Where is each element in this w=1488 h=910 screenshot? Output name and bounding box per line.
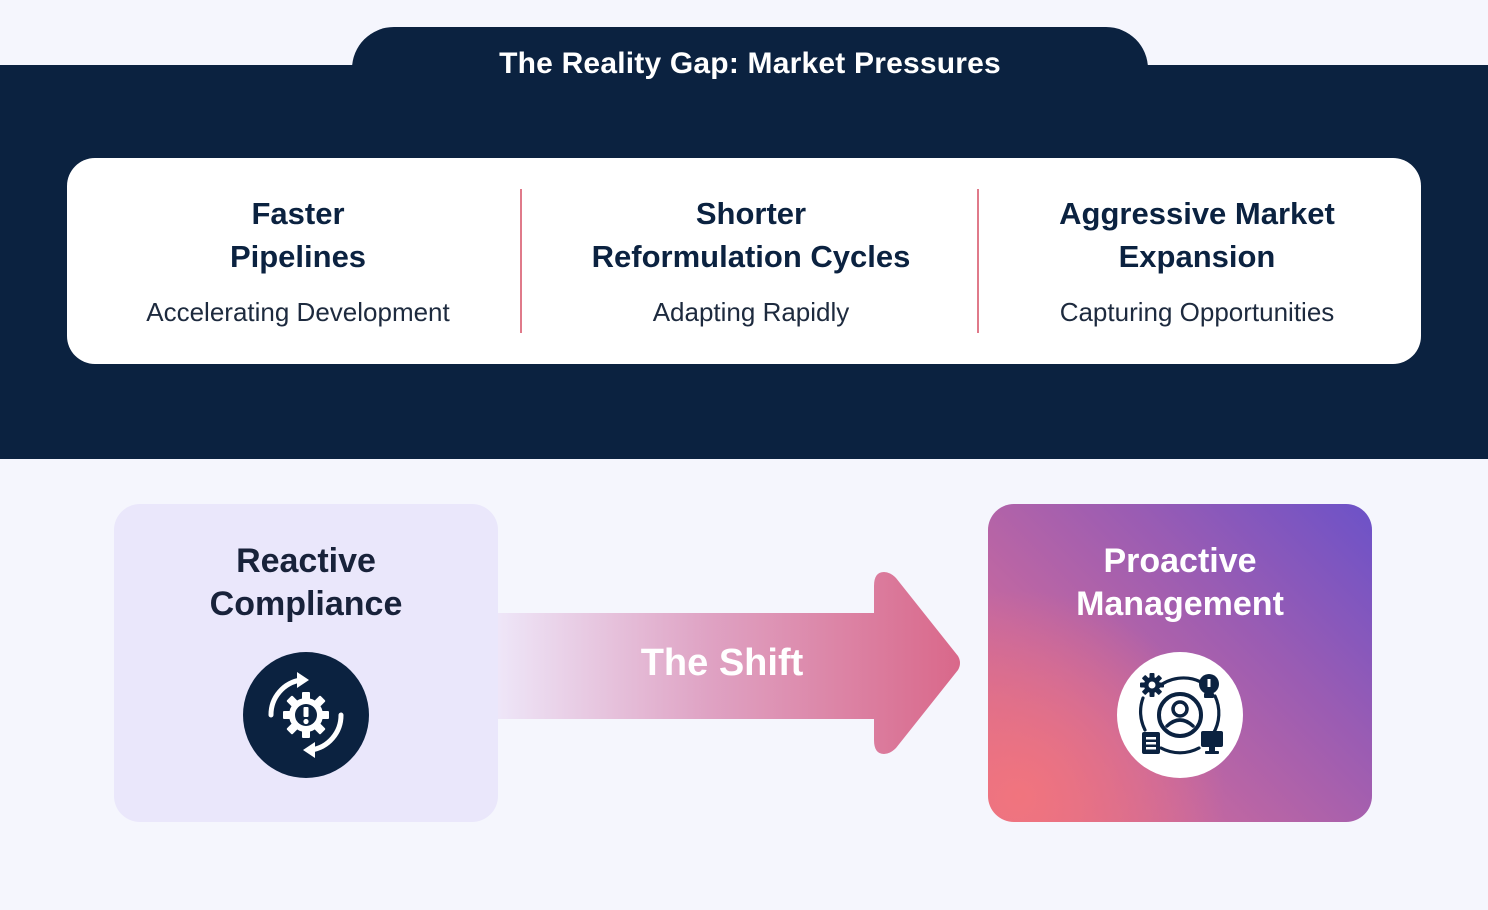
pressure-heading-line: Expansion (1118, 239, 1276, 274)
pressure-subtitle: Adapting Rapidly (652, 297, 850, 327)
gear-alert-cycle-icon (268, 672, 344, 758)
proactive-management-box: Proactive Management (988, 504, 1372, 822)
reactive-title-line: Reactive (236, 542, 376, 580)
proactive-title-line: Proactive (1103, 542, 1257, 580)
pressure-subtitle: Capturing Opportunities (1059, 297, 1335, 327)
reactive-icon-circle (243, 652, 369, 778)
pressure-heading: Shorter Reformulation Cycles (529, 192, 973, 278)
reactive-compliance-box: Reactive Compliance (114, 504, 498, 822)
column-divider (977, 189, 979, 333)
pressure-heading-line: Faster (251, 196, 345, 231)
pressure-heading-line: Reformulation Cycles (591, 239, 911, 274)
pressure-item: Shorter Reformulation Cycles Adapting Ra… (529, 158, 973, 364)
proactive-title: Proactive Management (988, 540, 1372, 626)
title-tab: The Reality Gap: Market Pressures (352, 27, 1148, 103)
reactive-title: Reactive Compliance (114, 540, 498, 626)
proactive-title-line: Management (1076, 585, 1284, 623)
shift-label: The Shift (640, 642, 804, 684)
pressure-heading-line: Shorter (695, 196, 807, 231)
pressure-heading: Aggressive Market Expansion (973, 192, 1421, 278)
pressure-subtitle: Accelerating Development (146, 297, 450, 327)
pressure-heading-line: Pipelines (229, 239, 367, 274)
column-divider (520, 189, 522, 333)
shift-arrow (498, 572, 960, 754)
pressures-card: Faster Pipelines Accelerating Developmen… (67, 158, 1421, 364)
pressure-heading-line: Aggressive Market (1059, 196, 1335, 231)
pressure-item: Faster Pipelines Accelerating Developmen… (67, 158, 529, 364)
pressure-heading: Faster Pipelines (67, 192, 529, 278)
proactive-icon-circle (1117, 652, 1243, 778)
pressure-item: Aggressive Market Expansion Capturing Op… (973, 158, 1421, 364)
page-title: The Reality Gap: Market Pressures (499, 47, 1001, 80)
connected-manager-icon (1138, 673, 1223, 755)
reactive-title-line: Compliance (209, 585, 403, 623)
